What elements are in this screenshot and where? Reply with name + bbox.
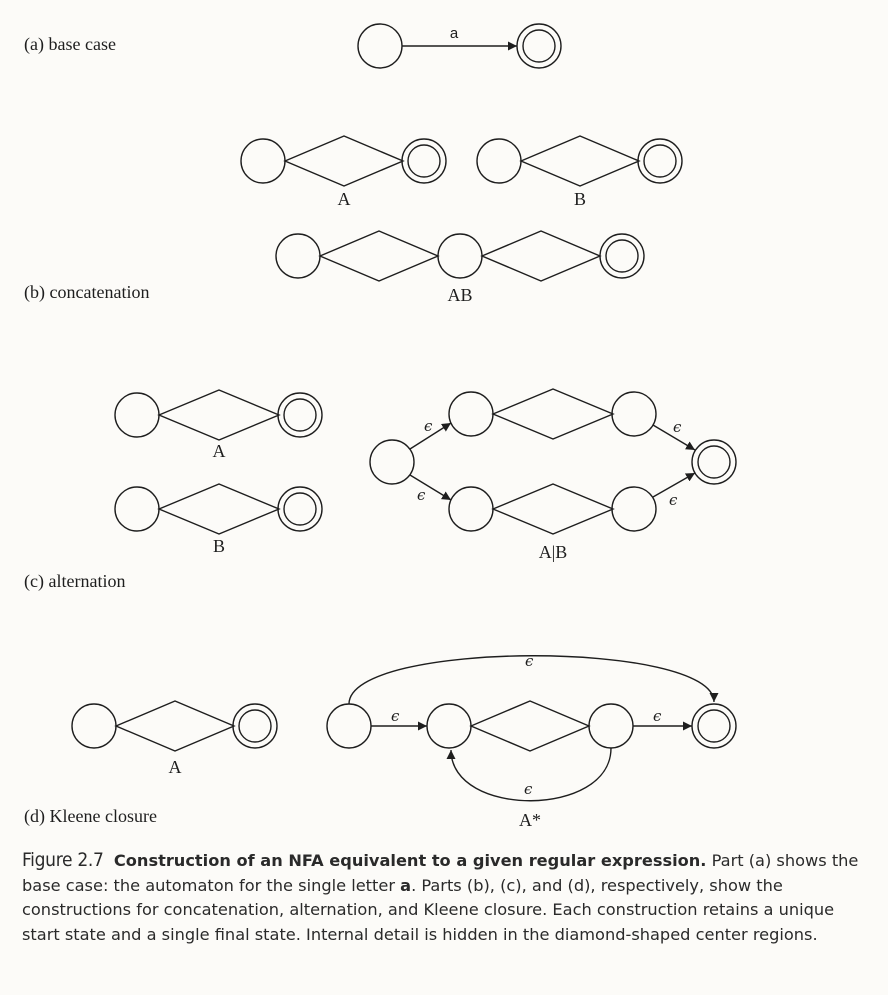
automaton-a	[71, 700, 278, 752]
start-state	[476, 138, 522, 184]
epsilon-label: ϵ	[424, 417, 433, 435]
part-d-label: (d) Kleene closure	[24, 806, 157, 827]
part-b-diagram	[240, 135, 683, 282]
state	[611, 486, 657, 532]
automaton-label: A	[338, 189, 351, 209]
diamond-region	[157, 483, 281, 535]
automaton-label: A|B	[539, 542, 568, 562]
epsilon-label: ϵ	[417, 486, 426, 504]
final-state	[516, 23, 562, 69]
caption-body-continued: . Parts (b), (c), and (d), respectively,…	[22, 875, 835, 944]
state	[588, 703, 634, 749]
epsilon-label: ϵ	[525, 652, 534, 670]
start-state	[240, 138, 286, 184]
final-state	[401, 138, 447, 184]
new-start-state	[369, 439, 415, 485]
epsilon-arrow	[409, 474, 452, 501]
diamond-region	[491, 388, 615, 440]
automaton-label: A	[213, 441, 226, 461]
automaton-label: B	[574, 189, 586, 209]
automaton-a-or-b	[369, 388, 737, 535]
automaton-label: A	[169, 757, 182, 777]
epsilon-arrow	[409, 422, 452, 450]
state	[611, 391, 657, 437]
nfa-construction-figure: (a) base case (b) concatenation (c) alte…	[24, 23, 737, 830]
start-state	[275, 233, 321, 279]
epsilon-label: ϵ	[524, 780, 533, 798]
start-state	[71, 703, 117, 749]
caption-letter: a	[400, 875, 412, 895]
state	[426, 703, 472, 749]
epsilon-arrow	[652, 424, 696, 451]
part-a-label: (a) base case	[24, 34, 116, 55]
final-state	[599, 233, 645, 279]
caption-title: Construction of an NFA equivalent to a g…	[113, 851, 707, 870]
epsilon-label: ϵ	[653, 707, 662, 725]
epsilon-label: ϵ	[391, 707, 400, 725]
diamond-region	[283, 135, 405, 187]
start-state	[357, 23, 403, 69]
part-c-diagram	[114, 388, 737, 535]
edge-label: a	[450, 25, 459, 42]
automaton-ab	[275, 230, 645, 282]
part-a-diagram	[357, 23, 562, 69]
final-state	[637, 138, 683, 184]
automaton-b	[114, 483, 323, 535]
new-final-state	[691, 439, 737, 485]
diamond-region	[114, 700, 236, 752]
part-c-label: (c) alternation	[24, 571, 125, 592]
epsilon-arrow	[652, 472, 696, 498]
final-state	[232, 703, 278, 749]
caption-body: Part (a) shows the base case: the automa…	[22, 851, 859, 895]
state	[448, 486, 494, 532]
diamond-region	[480, 230, 602, 282]
automaton-a-star	[326, 655, 737, 802]
epsilon-skip-arc	[348, 655, 719, 705]
state	[448, 391, 494, 437]
middle-state	[437, 233, 483, 279]
part-d-diagram	[71, 655, 737, 802]
automaton-b	[476, 135, 683, 187]
epsilon-loop-arc	[446, 747, 612, 802]
automaton-a	[240, 135, 447, 187]
automaton-a	[114, 389, 323, 441]
automaton-label: B	[213, 536, 225, 556]
figure-caption: Figure 2.7 Construction of an NFA equiva…	[22, 848, 868, 947]
figure-number: Figure 2.7	[22, 849, 104, 871]
epsilon-label: ϵ	[673, 418, 682, 436]
diamond-region	[469, 700, 591, 752]
diamond-region	[491, 483, 615, 535]
start-state	[114, 392, 160, 438]
new-start-state	[326, 703, 372, 749]
automaton-label: AB	[447, 285, 472, 305]
start-state	[114, 486, 160, 532]
automaton-label: A*	[519, 810, 541, 830]
epsilon-label: ϵ	[669, 491, 678, 509]
new-final-state	[691, 703, 737, 749]
diamond-region	[157, 389, 281, 441]
part-b-label: (b) concatenation	[24, 282, 149, 303]
diamond-region	[519, 135, 641, 187]
final-state	[277, 392, 323, 438]
diamond-region	[318, 230, 440, 282]
final-state	[277, 486, 323, 532]
